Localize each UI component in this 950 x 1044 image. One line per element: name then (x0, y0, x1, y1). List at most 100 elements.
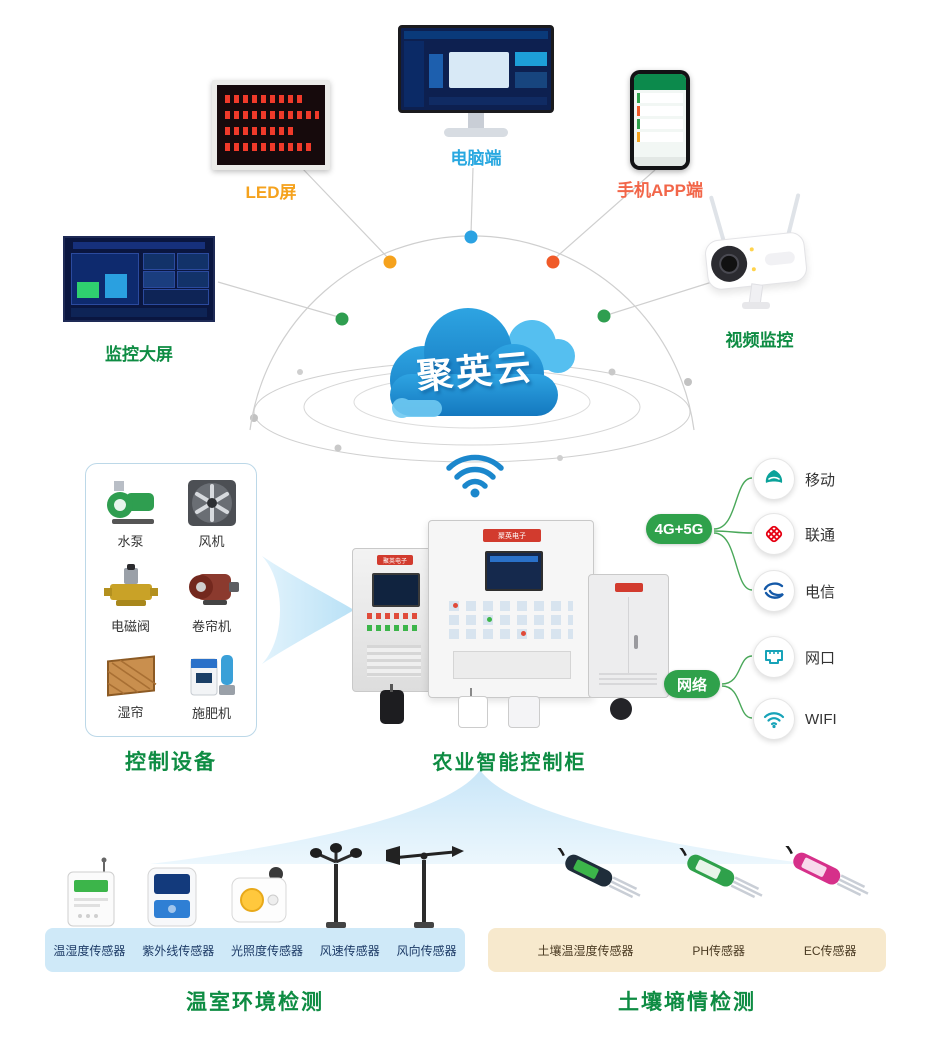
cabinet-brand-text: 聚英电子 (498, 532, 526, 540)
phone-image (630, 70, 690, 170)
network-wifi-row: WIFI (753, 698, 837, 740)
roller-motor-icon (188, 574, 239, 606)
soil-sensor-ec (756, 837, 886, 937)
wind-direction-sensor-image (386, 846, 464, 928)
soil-sensor-temp-humidity (528, 839, 658, 939)
control-item-label: 风机 (198, 534, 225, 550)
cabinet-middle: 聚英电子 (428, 520, 594, 698)
greenhouse-title: 温室环境检测 (186, 991, 324, 1014)
temp-humidity-sensor-image (67, 857, 115, 927)
control-item-label: 施肥机 (191, 705, 231, 721)
flow-arrow-icon (262, 556, 354, 664)
cabinet-screen (372, 573, 420, 607)
control-item-fan: 风机 (171, 472, 252, 557)
cabinet-group-image: 聚英电子 聚英电子 (352, 518, 669, 728)
cabinet-right (588, 574, 669, 698)
light-sensor-image (231, 867, 287, 923)
flow-funnel-shape (150, 770, 810, 864)
monitor-neck (468, 113, 484, 128)
operator-telecom: 电信 (753, 570, 835, 612)
control-devices-box: 水泵 风机 电 (85, 463, 257, 737)
cabinet-hanging-sensor-white (458, 696, 488, 728)
control-item-label: 电磁阀 (110, 619, 150, 635)
bigscreen-label: 监控大屏 (105, 345, 173, 364)
monitor-screen (398, 25, 554, 113)
app-label: 手机APP端 (617, 181, 703, 200)
greenhouse-sensor-light (226, 862, 292, 933)
cabinet-left: 聚英电子 (352, 548, 436, 692)
control-box-title: 控制设备 (125, 751, 217, 774)
ec-probe-image (759, 837, 869, 897)
cabinet-hanging-sensor-black (380, 690, 404, 724)
cabinet-hanging-sensor-white (508, 696, 540, 728)
pump-icon (106, 481, 154, 525)
network-item-label: 网口 (805, 649, 836, 667)
operator-mobile: 移动 (753, 458, 835, 500)
cellular-badge: 4G+5G (646, 514, 712, 544)
china-unicom-icon (765, 525, 783, 543)
cabinet-brand-tag (615, 583, 643, 592)
camera-lens (709, 244, 749, 284)
network-port-row: 网口 (753, 636, 835, 678)
sensor-label: PH传感器 (692, 943, 745, 958)
camera-antenna-left (708, 195, 726, 243)
greenhouse-sensor-wind-speed (306, 840, 366, 937)
network-badge: 网络 (664, 670, 720, 698)
cabinet-title: 农业智能控制柜 (432, 752, 587, 774)
operator-label: 联通 (805, 526, 836, 544)
led-label: LED屏 (245, 183, 297, 202)
soil-title: 土壤墒情检测 (618, 991, 756, 1014)
pc-label: 电脑端 (450, 149, 502, 168)
sensor-label: 风向传感器 (396, 943, 457, 958)
greenhouse-sensor-panel: 温湿度传感器 紫外线传感器 光照度传感器 风速传感器 风向传感器 (45, 928, 465, 972)
soil-probe-image (531, 839, 641, 899)
operator-label: 电信 (805, 583, 836, 601)
sensor-label: EC传感器 (803, 943, 857, 958)
cabinet-screen (485, 551, 543, 591)
camera-image (702, 192, 817, 327)
valve-icon (103, 564, 158, 607)
control-item-label: 湿帘 (117, 704, 144, 720)
control-item-wet-curtain: 湿帘 (90, 643, 171, 728)
wifi-small-icon (763, 712, 785, 729)
greenhouse-sensor-wind-direction (382, 838, 466, 937)
control-item-fertilizer: 施肥机 (171, 643, 252, 728)
wind-speed-sensor-image (310, 843, 362, 928)
cabinet-brand-tag: 聚英电子 (377, 555, 413, 565)
cabinet-hanging-sensor-round (610, 698, 632, 720)
mobile-operator-circle (753, 458, 795, 500)
sensor-label: 土壤温湿度传感器 (537, 943, 634, 958)
wifi-icon (446, 454, 504, 498)
pc-monitor-image (398, 25, 554, 137)
control-item-roller: 卷帘机 (171, 557, 252, 642)
unicom-operator-circle (753, 513, 795, 555)
sensor-label: 温湿度传感器 (53, 943, 126, 958)
cloud-graphic: 聚英云 (360, 288, 590, 438)
greenhouse-sensor-temp-humidity (58, 856, 122, 937)
control-item-label: 卷帘机 (191, 619, 231, 635)
soil-sensor-panel: 土壤温湿度传感器 PH传感器 EC传感器 (488, 928, 886, 972)
wet-curtain-icon (106, 655, 156, 697)
sensor-label: 紫外线传感器 (142, 943, 215, 958)
greenhouse-sensor-uv (142, 860, 202, 935)
cabinet-brand-tag: 聚英电子 (483, 529, 541, 542)
sensor-label: 风速传感器 (319, 943, 380, 958)
bigscreen-image (63, 236, 215, 322)
network-port-circle (753, 636, 795, 678)
sensor-label: 光照度传感器 (230, 943, 303, 958)
uv-sensor-image (147, 867, 197, 927)
china-telecom-circle (753, 570, 795, 612)
phone-screen (634, 74, 686, 166)
network-wifi-circle (753, 698, 795, 740)
led-screen-image (212, 80, 330, 170)
operator-unicom: 联通 (753, 513, 835, 555)
camera-label: 视频监控 (725, 331, 794, 350)
network-item-label: WIFI (805, 710, 837, 728)
china-mobile-icon (765, 470, 783, 483)
china-telecom-icon (763, 582, 784, 599)
fertilizer-machine-icon (190, 654, 235, 696)
control-item-label: 水泵 (117, 534, 144, 550)
camera-foot (742, 302, 770, 309)
cabinet-brand-text: 聚英电子 (382, 558, 407, 565)
